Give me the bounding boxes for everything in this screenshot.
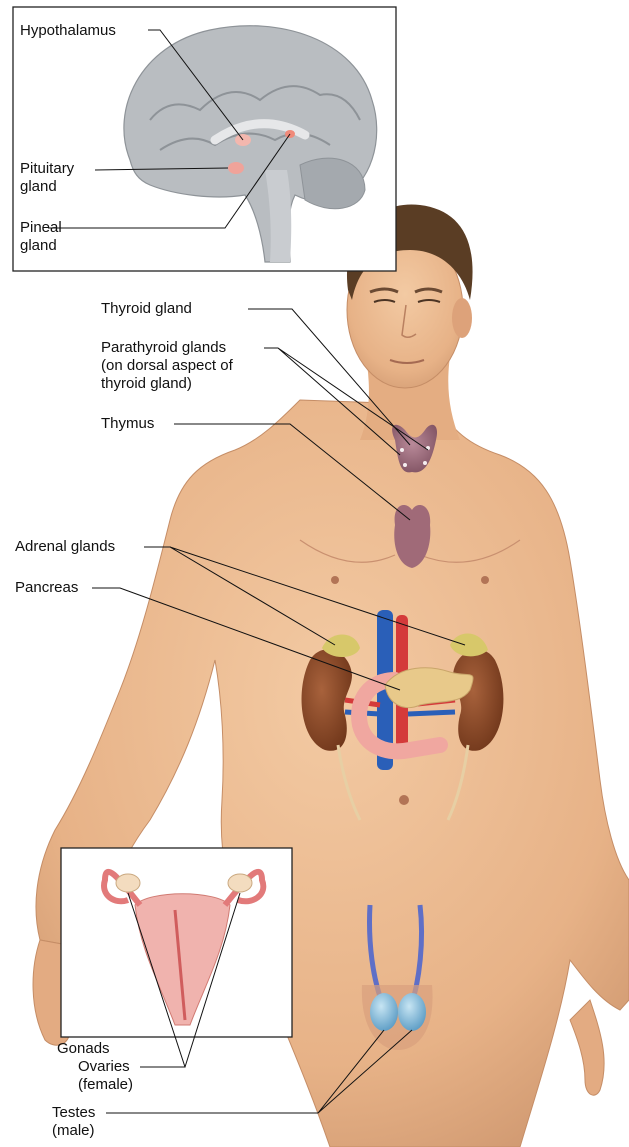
brain-inset [13, 7, 396, 271]
right-hand [570, 1000, 604, 1095]
parathyroid-dot [423, 461, 427, 465]
label-ovaries-line1: Ovaries [78, 1058, 130, 1075]
label-pineal-line1: Pineal [20, 219, 62, 236]
label-pancreas: Pancreas [15, 579, 78, 596]
nipple-left [331, 576, 339, 584]
ovary-inset [61, 848, 292, 1037]
label-parathyroid-line2: (on dorsal aspect of [101, 357, 233, 374]
pituitary-gland-shape [228, 162, 244, 174]
ovary-right [228, 874, 252, 892]
label-gonads: Gonads [57, 1040, 110, 1057]
navel [399, 795, 409, 805]
label-testes-line1: Testes [52, 1104, 95, 1121]
testis-left [370, 993, 398, 1031]
nipple-right [481, 576, 489, 584]
label-parathyroid-line1: Parathyroid glands [101, 339, 226, 356]
renal-vein-right [408, 712, 455, 714]
label-pineal-line2: gland [20, 237, 57, 254]
label-hypothalamus: Hypothalamus [20, 22, 116, 39]
label-ovaries-line2: (female) [78, 1076, 133, 1093]
label-pituitary-line1: Pituitary [20, 160, 74, 177]
parathyroid-dot [400, 448, 404, 452]
label-thymus: Thymus [101, 415, 154, 432]
testis-right [398, 993, 426, 1031]
label-testes-line2: (male) [52, 1122, 95, 1139]
ovary-left [116, 874, 140, 892]
label-thyroid: Thyroid gland [101, 300, 192, 317]
ear [452, 298, 472, 338]
label-adrenal: Adrenal glands [15, 538, 115, 555]
label-parathyroid-line3: thyroid gland) [101, 375, 192, 392]
label-pituitary-line2: gland [20, 178, 57, 195]
parathyroid-dot [403, 463, 407, 467]
